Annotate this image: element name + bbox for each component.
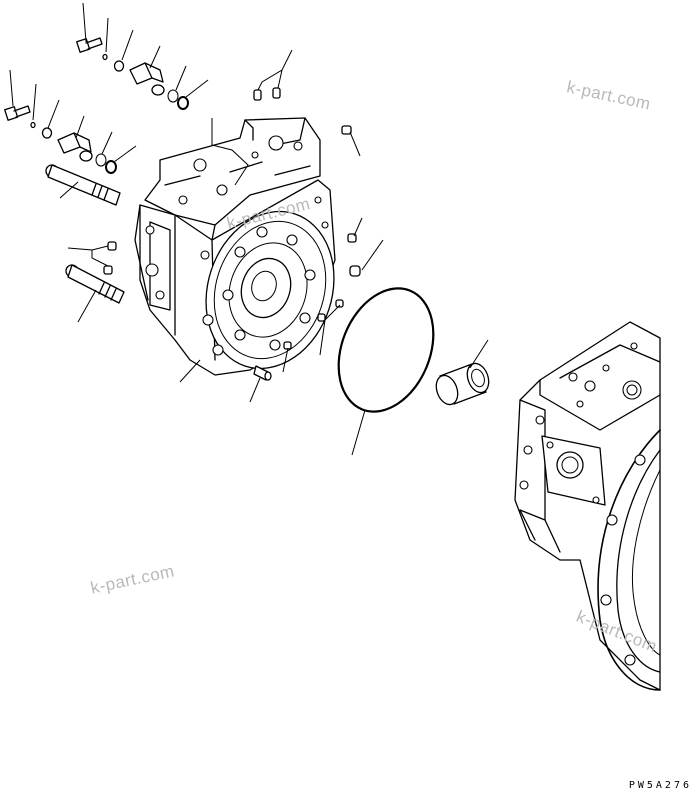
bolt-lower bbox=[4, 105, 31, 121]
mating-pump-assembly bbox=[514, 321, 661, 691]
bushing bbox=[435, 362, 490, 406]
long-bolt-lower bbox=[65, 264, 125, 304]
pump-housing bbox=[134, 117, 336, 376]
washer-small-upper bbox=[102, 53, 108, 61]
plug-top-right bbox=[341, 125, 352, 135]
o-ring-lower-b bbox=[105, 160, 117, 174]
figure-code: PW5A276 bbox=[628, 780, 692, 791]
plug-left-b bbox=[103, 265, 113, 275]
fitting-lower bbox=[57, 132, 93, 162]
dowel-pin bbox=[253, 365, 272, 381]
plug-top-a bbox=[253, 89, 262, 101]
upper-fitting-group bbox=[76, 37, 189, 110]
large-o-ring bbox=[337, 287, 435, 413]
fitting-upper bbox=[129, 62, 165, 96]
washer-small-lower bbox=[30, 121, 36, 129]
washer-upper bbox=[113, 60, 125, 72]
washer-lower bbox=[41, 127, 53, 139]
plug-right-b bbox=[349, 265, 361, 277]
o-ring-lower-a bbox=[95, 153, 107, 167]
bolt-upper bbox=[76, 37, 103, 53]
plug-flange-b bbox=[317, 313, 326, 322]
o-ring-upper-b bbox=[177, 96, 189, 110]
long-bolt-upper bbox=[45, 164, 121, 206]
plug-flange-a bbox=[335, 299, 344, 308]
o-ring-upper-a bbox=[167, 89, 179, 103]
plug-top-b bbox=[272, 87, 281, 99]
plug-left-a bbox=[107, 241, 117, 251]
leader-lines bbox=[9, 2, 489, 456]
lower-fitting-group bbox=[4, 105, 117, 174]
